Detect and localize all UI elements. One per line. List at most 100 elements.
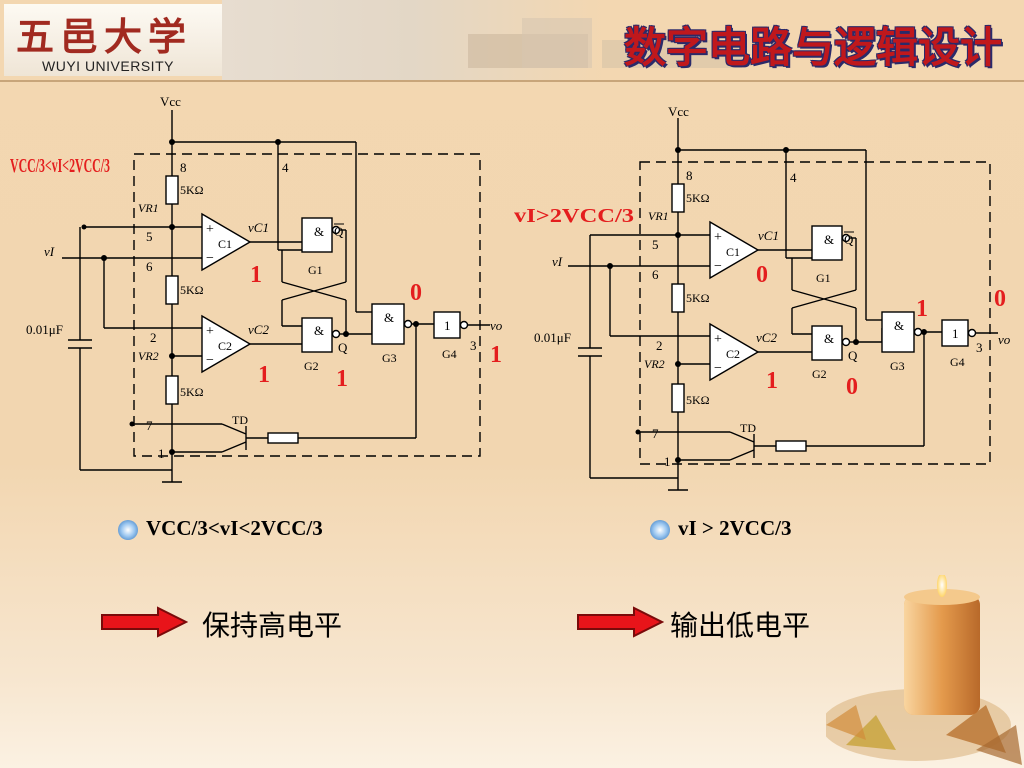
logo-english-name: WUYI UNIVERSITY [42, 58, 174, 74]
gate-label: G3 [890, 359, 905, 373]
svg-text:−: − [714, 259, 722, 274]
resistor-label: 5KΩ [686, 191, 710, 205]
vo-label: vo [998, 332, 1011, 347]
arrow-right-icon [101, 606, 188, 638]
state-g2-out: 0 [846, 374, 858, 400]
gate-label: G1 [816, 271, 831, 285]
vi-label: vI [44, 244, 55, 259]
right-caption-text: vI > 2VCC/3 [678, 516, 792, 540]
gate-symbol: & [314, 323, 324, 338]
q-label: Q [338, 340, 348, 355]
capacitor-label: 0.01μF [26, 322, 63, 337]
left-condition-label: VCC/3<vI<2VCC/3 [10, 155, 110, 177]
comparator-label: C1 [218, 237, 232, 251]
right-condition-label: vI>2VCC/3 [514, 205, 634, 227]
svg-text:+: + [714, 332, 722, 347]
state-g4-out: 1 [490, 342, 502, 368]
pin-label: 8 [180, 160, 187, 175]
circuit-diagram-right: Vcc 8 4 5 6 2 7 1 3 5KΩ 5KΩ 5KΩ VR1 VR2 … [514, 104, 1011, 491]
comparator-label: C2 [218, 339, 232, 353]
capacitor-label: 0.01μF [534, 330, 571, 345]
arrow-right-icon [577, 606, 664, 638]
pin-label: 5 [146, 229, 153, 244]
header-divider [0, 80, 1024, 82]
gate-label: G4 [442, 347, 457, 361]
gate-symbol: & [314, 224, 324, 239]
state-g1-out: 0 [410, 280, 422, 306]
q-bar-label: Q [334, 224, 344, 239]
gate-label: G2 [812, 367, 827, 381]
slide-title: 数字电路与逻辑设计 [623, 23, 1002, 72]
vc1-label: vC1 [248, 220, 269, 235]
vc1-label: vC1 [758, 228, 779, 243]
comparator-label: C2 [726, 347, 740, 361]
right-result-text: 输出低电平 [670, 609, 811, 642]
state-c1: 1 [250, 262, 262, 288]
vc2-label: vC2 [756, 330, 777, 345]
left-caption-text: VCC/3<vI<2VCC/3 [146, 516, 323, 540]
gate-symbol: 1 [952, 326, 959, 341]
state-g4-out: 0 [994, 286, 1006, 312]
gate-symbol: & [894, 318, 904, 333]
comparator-label: C1 [726, 245, 740, 259]
state-c2: 1 [258, 362, 270, 388]
resistor-label: 5KΩ [180, 283, 204, 297]
td-label: TD [740, 421, 756, 435]
resistor-label: 5KΩ [180, 183, 204, 197]
left-result-text: 保持高电平 [202, 609, 343, 642]
gate-label: G1 [308, 263, 323, 277]
td-label: TD [232, 413, 248, 427]
pin-label: 1 [664, 454, 671, 469]
resistor-label: 5KΩ [686, 291, 710, 305]
vr2-label: VR2 [644, 357, 665, 371]
svg-text:−: − [714, 361, 722, 376]
q-bar-label: Q [844, 232, 854, 247]
campus-photo [222, 0, 742, 80]
pin-label: 7 [146, 418, 153, 433]
vr2-label: VR2 [138, 349, 159, 363]
gate-symbol: & [384, 310, 394, 325]
pin-label: 6 [146, 259, 153, 274]
pin-label: 4 [282, 160, 289, 175]
pin-label: 8 [686, 168, 693, 183]
pin-label: 5 [652, 237, 659, 252]
state-g2-out: 1 [336, 366, 348, 392]
pin-label: 3 [976, 340, 983, 355]
bullet-star-icon [118, 520, 138, 541]
vi-label: vI [552, 254, 563, 269]
resistor-label: 5KΩ [686, 393, 710, 407]
pin-label: 4 [790, 170, 797, 185]
slide-header: 五邑大学 WUYI UNIVERSITY 数字电路与逻辑设计 [0, 0, 1024, 80]
vo-label: vo [490, 318, 503, 333]
q-label: Q [848, 348, 858, 363]
vc2-label: vC2 [248, 322, 269, 337]
vr1-label: VR1 [138, 201, 159, 215]
pin-label: 3 [470, 338, 477, 353]
right-caption: vI > 2VCC/3 [650, 516, 791, 541]
pin-label: 2 [150, 330, 157, 345]
pin-label: 2 [656, 338, 663, 353]
university-logo: 五邑大学 WUYI UNIVERSITY [4, 4, 222, 76]
vcc-label: Vcc [668, 104, 689, 119]
gate-label: G3 [382, 351, 397, 365]
resistor-label: 5KΩ [180, 385, 204, 399]
gate-label: G4 [950, 355, 965, 369]
gate-symbol: 1 [444, 318, 451, 333]
state-c2: 1 [766, 368, 778, 394]
vr1-label: VR1 [648, 209, 669, 223]
gate-label: G2 [304, 359, 319, 373]
pin-label: 1 [158, 446, 165, 461]
gate-symbol: & [824, 331, 834, 346]
candle-decoration-icon [826, 575, 1022, 765]
svg-text:+: + [206, 222, 214, 237]
pin-label: 7 [652, 426, 659, 441]
circuit-diagram-left: Vcc 8 4 5 6 2 7 1 3 5KΩ 5KΩ 5KΩ VR1 VR2 … [10, 94, 503, 483]
pin-label: 6 [652, 267, 659, 282]
state-g1-out: 1 [916, 296, 928, 322]
svg-text:−: − [206, 251, 214, 266]
bullet-star-icon [650, 520, 670, 541]
state-c1: 0 [756, 262, 768, 288]
logo-chinese-name: 五邑大学 [16, 14, 193, 59]
svg-text:−: − [206, 353, 214, 368]
svg-text:+: + [206, 324, 214, 339]
